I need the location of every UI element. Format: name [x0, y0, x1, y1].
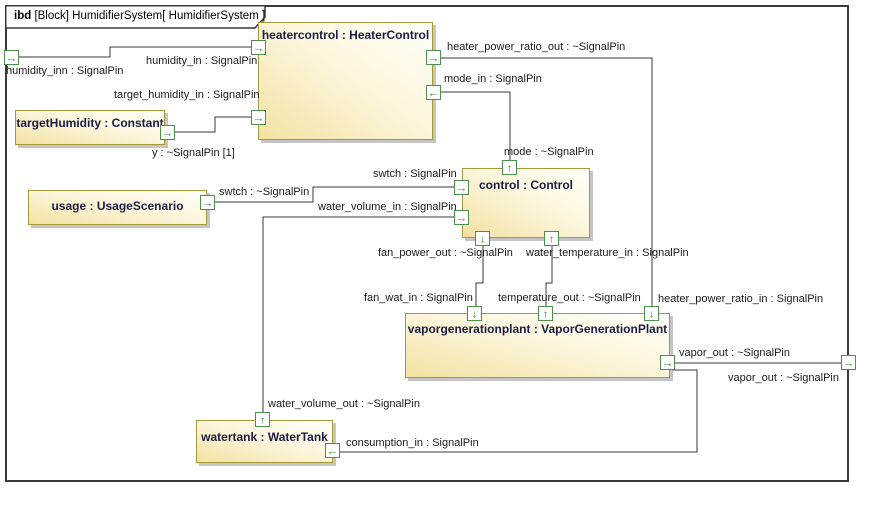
label-water-volume-out: water_volume_out : ~SignalPin	[268, 398, 420, 410]
connector-fan-power[interactable]	[475, 246, 484, 306]
connector-consumption[interactable]	[340, 369, 698, 453]
connector-heater-power-ratio[interactable]	[441, 57, 653, 306]
arrow-right-icon: →	[201, 196, 214, 209]
arrow-right-icon: →	[252, 111, 265, 124]
label-fan-power-out: fan_power_out : ~SignalPin	[378, 247, 513, 259]
port-watertank-consumption-in[interactable]: ←	[325, 443, 340, 458]
arrow-right-icon: →	[455, 211, 468, 224]
arrow-right-icon: →	[455, 181, 468, 194]
label-heater-power-ratio-in: heater_power_ratio_in : SignalPin	[658, 293, 824, 305]
arrow-down-icon: ↓	[479, 232, 486, 245]
connector-humidity[interactable]	[19, 46, 251, 58]
label-heater-power-ratio-out: heater_power_ratio_out : ~SignalPin	[447, 41, 626, 53]
block-vaporgenerationplant[interactable]: vaporgenerationplant : VaporGenerationPl…	[405, 313, 670, 378]
label-mode: mode : ~SignalPin	[504, 146, 594, 158]
label-temperature-out: temperature_out : ~SignalPin	[498, 292, 641, 304]
connector-water-temperature[interactable]	[545, 246, 553, 306]
arrow-right-icon: →	[661, 356, 674, 369]
arrow-left-icon: ←	[326, 444, 339, 457]
label-swtch-usage: swtch : ~SignalPin	[219, 186, 310, 198]
port-vapor-vapor-out[interactable]: →	[660, 355, 675, 370]
port-vapor-temperature-out[interactable]: ↑	[538, 306, 553, 321]
port-control-water-volume-in[interactable]: →	[454, 210, 469, 225]
label-y-out: y : ~SignalPin [1]	[152, 147, 235, 159]
diagram-title-tab: ibd [Block] HumidifierSystem[ Humidifier…	[5, 5, 267, 29]
port-heatercontrol-target-humidity-in[interactable]: →	[251, 110, 266, 125]
diagram-title-text: [Block] HumidifierSystem[ HumidifierSyst…	[31, 10, 266, 22]
port-control-fan-power-out[interactable]: ↓	[475, 231, 490, 246]
port-heatercontrol-mode-in[interactable]: ←	[426, 85, 441, 100]
block-usage[interactable]: usage : UsageScenario	[28, 190, 207, 225]
arrow-right-icon: →	[842, 356, 855, 369]
port-vapor-heater-power-ratio-in[interactable]: ↓	[644, 306, 659, 321]
label-vapor-out-frame: vapor_out : ~SignalPin	[728, 372, 839, 384]
connector-swtch[interactable]	[215, 186, 454, 203]
arrow-up-icon: ↑	[506, 161, 513, 174]
diagram-title: ibd [Block] HumidifierSystem[ Humidifier…	[14, 10, 265, 22]
label-swtch-control: swtch : SignalPin	[373, 168, 457, 180]
connector-water-volume[interactable]	[262, 216, 454, 412]
block-usage-name: usage : UsageScenario	[51, 199, 184, 213]
block-watertank-name: watertank : WaterTank	[201, 430, 328, 444]
block-targethumidity-name: targetHumidity : Constant	[16, 116, 164, 130]
label-mode-in: mode_in : SignalPin	[444, 73, 542, 85]
port-targethumidity-y[interactable]: →	[160, 125, 175, 140]
arrow-down-icon: ↓	[648, 307, 655, 320]
port-heatercontrol-humidity-in[interactable]: →	[251, 40, 266, 55]
connector-mode[interactable]	[441, 91, 511, 160]
block-vaporgenerationplant-name: vaporgenerationplant : VaporGenerationPl…	[407, 322, 668, 336]
arrow-right-icon: →	[427, 51, 440, 64]
arrow-right-icon: →	[161, 126, 174, 139]
arrow-up-icon: ↑	[259, 413, 266, 426]
arrow-up-icon: ↑	[548, 232, 555, 245]
label-humidity-in: humidity_in : SignalPin	[146, 55, 258, 67]
port-control-water-temperature-in[interactable]: ↑	[544, 231, 559, 246]
arrow-up-icon: ↑	[542, 307, 549, 320]
block-heatercontrol-name: heatercontrol : HeaterControl	[261, 28, 430, 42]
label-water-temperature-in: water_temperature_in : SignalPin	[526, 247, 689, 259]
port-watertank-water-volume-out[interactable]: ↑	[255, 412, 270, 427]
port-heatercontrol-heater-power-ratio-out[interactable]: →	[426, 50, 441, 65]
arrow-left-icon: ←	[427, 86, 440, 99]
label-target-humidity-in: target_humidity_in : SignalPin	[114, 89, 260, 101]
connector-target-humidity[interactable]	[175, 116, 251, 133]
label-consumption-in: consumption_in : SignalPin	[346, 437, 479, 449]
port-control-swtch[interactable]: →	[454, 180, 469, 195]
arrow-down-icon: ↓	[471, 307, 478, 320]
port-usage-swtch[interactable]: →	[200, 195, 215, 210]
block-control-name: control : Control	[479, 178, 573, 192]
block-heatercontrol[interactable]: heatercontrol : HeaterControl	[258, 22, 433, 140]
port-frame-humidity-inn[interactable]: →	[4, 50, 19, 65]
label-humidity-inn: humidity_inn : SignalPin	[6, 65, 124, 77]
block-control[interactable]: control : Control	[462, 168, 590, 238]
block-targethumidity[interactable]: targetHumidity : Constant	[15, 110, 165, 145]
label-vapor-out-block: vapor_out : ~SignalPin	[679, 347, 790, 359]
label-fan-wat-in: fan_wat_in : SignalPin	[364, 292, 473, 304]
port-vapor-fan-wat-in[interactable]: ↓	[467, 306, 482, 321]
diagram-kind-label: ibd	[14, 10, 32, 22]
port-control-mode[interactable]: ↑	[502, 160, 517, 175]
label-water-volume-in: water_volume_in : SignalPin	[318, 201, 457, 213]
arrow-right-icon: →	[5, 51, 18, 64]
port-frame-vapor-out[interactable]: →	[841, 355, 856, 370]
arrow-right-icon: →	[252, 41, 265, 54]
